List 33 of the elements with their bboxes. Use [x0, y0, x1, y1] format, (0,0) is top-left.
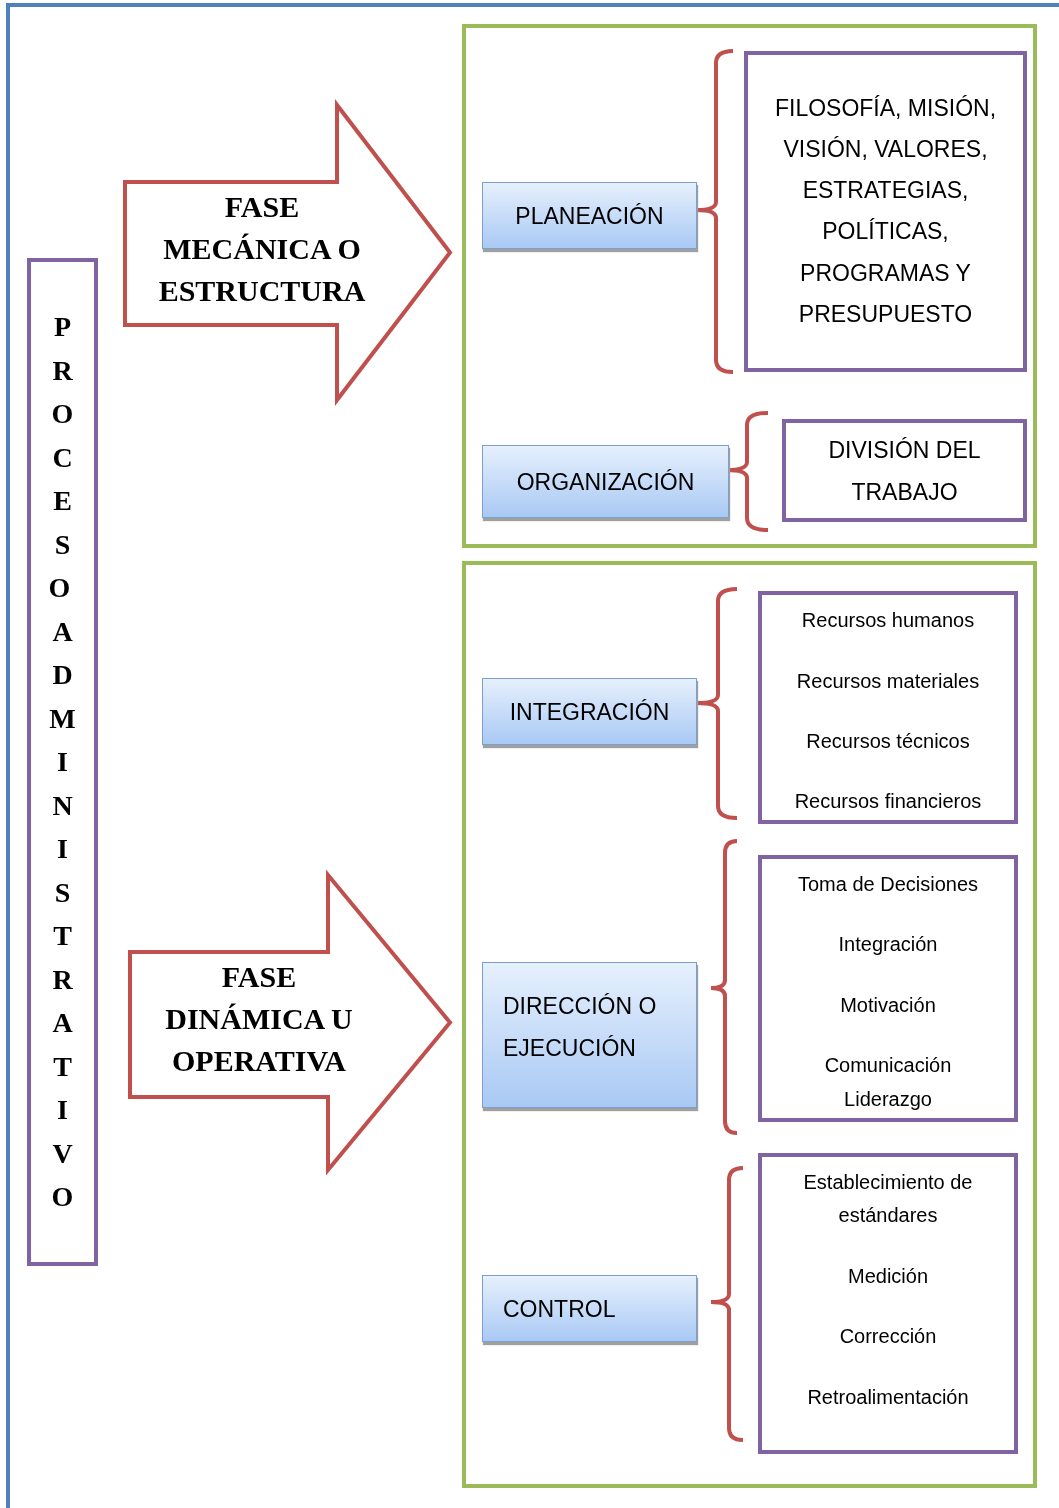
detail-text: Toma de Decisiones: [796, 871, 980, 897]
detail-text: Liderazgo: [843, 1086, 933, 1112]
detail-text: Recursos financieros: [793, 788, 983, 814]
stage-box: INTEGRACIÓN: [482, 678, 697, 745]
detail-text: Recursos humanos: [800, 607, 976, 633]
detail-text: Medición: [846, 1263, 929, 1289]
block-arrow: [128, 869, 453, 1176]
edge-label: FASE MECÁNICA O ESTRUCTURA: [157, 189, 367, 309]
edge-label: FASE DINÁMICA U OPERATIVA: [164, 959, 354, 1079]
detail-box: [758, 591, 1018, 824]
detail-text: Retroalimentación: [806, 1384, 970, 1410]
stage-box: PLANEACIÓN: [482, 182, 697, 249]
group-frame: [462, 24, 1037, 548]
detail-text: Comunicación: [823, 1052, 953, 1078]
detail-text: Corrección: [838, 1323, 938, 1349]
detail-box: [758, 1153, 1018, 1454]
group-frame: [462, 561, 1037, 1488]
stage-box: ORGANIZACIÓN: [482, 445, 729, 518]
detail-text: FILOSOFÍA, MISIÓN, VISIÓN, VALORES, ESTRATEGIAS, POLÍTICAS, PROGRAMAS Y PRESUPUESTO: [773, 93, 998, 330]
detail-text: Recursos técnicos: [805, 728, 971, 754]
detail-text: Establecimiento de estándares: [802, 1170, 974, 1228]
vertical-title-text: PROCESO ADMINISTRATIVO: [47, 310, 89, 1215]
block-arrow: [123, 99, 453, 406]
detail-box: [782, 419, 1027, 522]
detail-box: [758, 855, 1018, 1122]
detail-text: Integración: [837, 931, 939, 957]
stage-box: DIRECCIÓN O EJECUCIÓN: [482, 962, 697, 1108]
detail-text: Motivación: [839, 992, 937, 1018]
detail-box: [744, 51, 1027, 372]
stage-box: CONTROL: [482, 1275, 697, 1342]
vertical-title-box: [27, 258, 98, 1266]
detail-text: Recursos materiales: [795, 668, 981, 694]
detail-text: DIVISIÓN DEL TRABAJO: [827, 435, 982, 507]
